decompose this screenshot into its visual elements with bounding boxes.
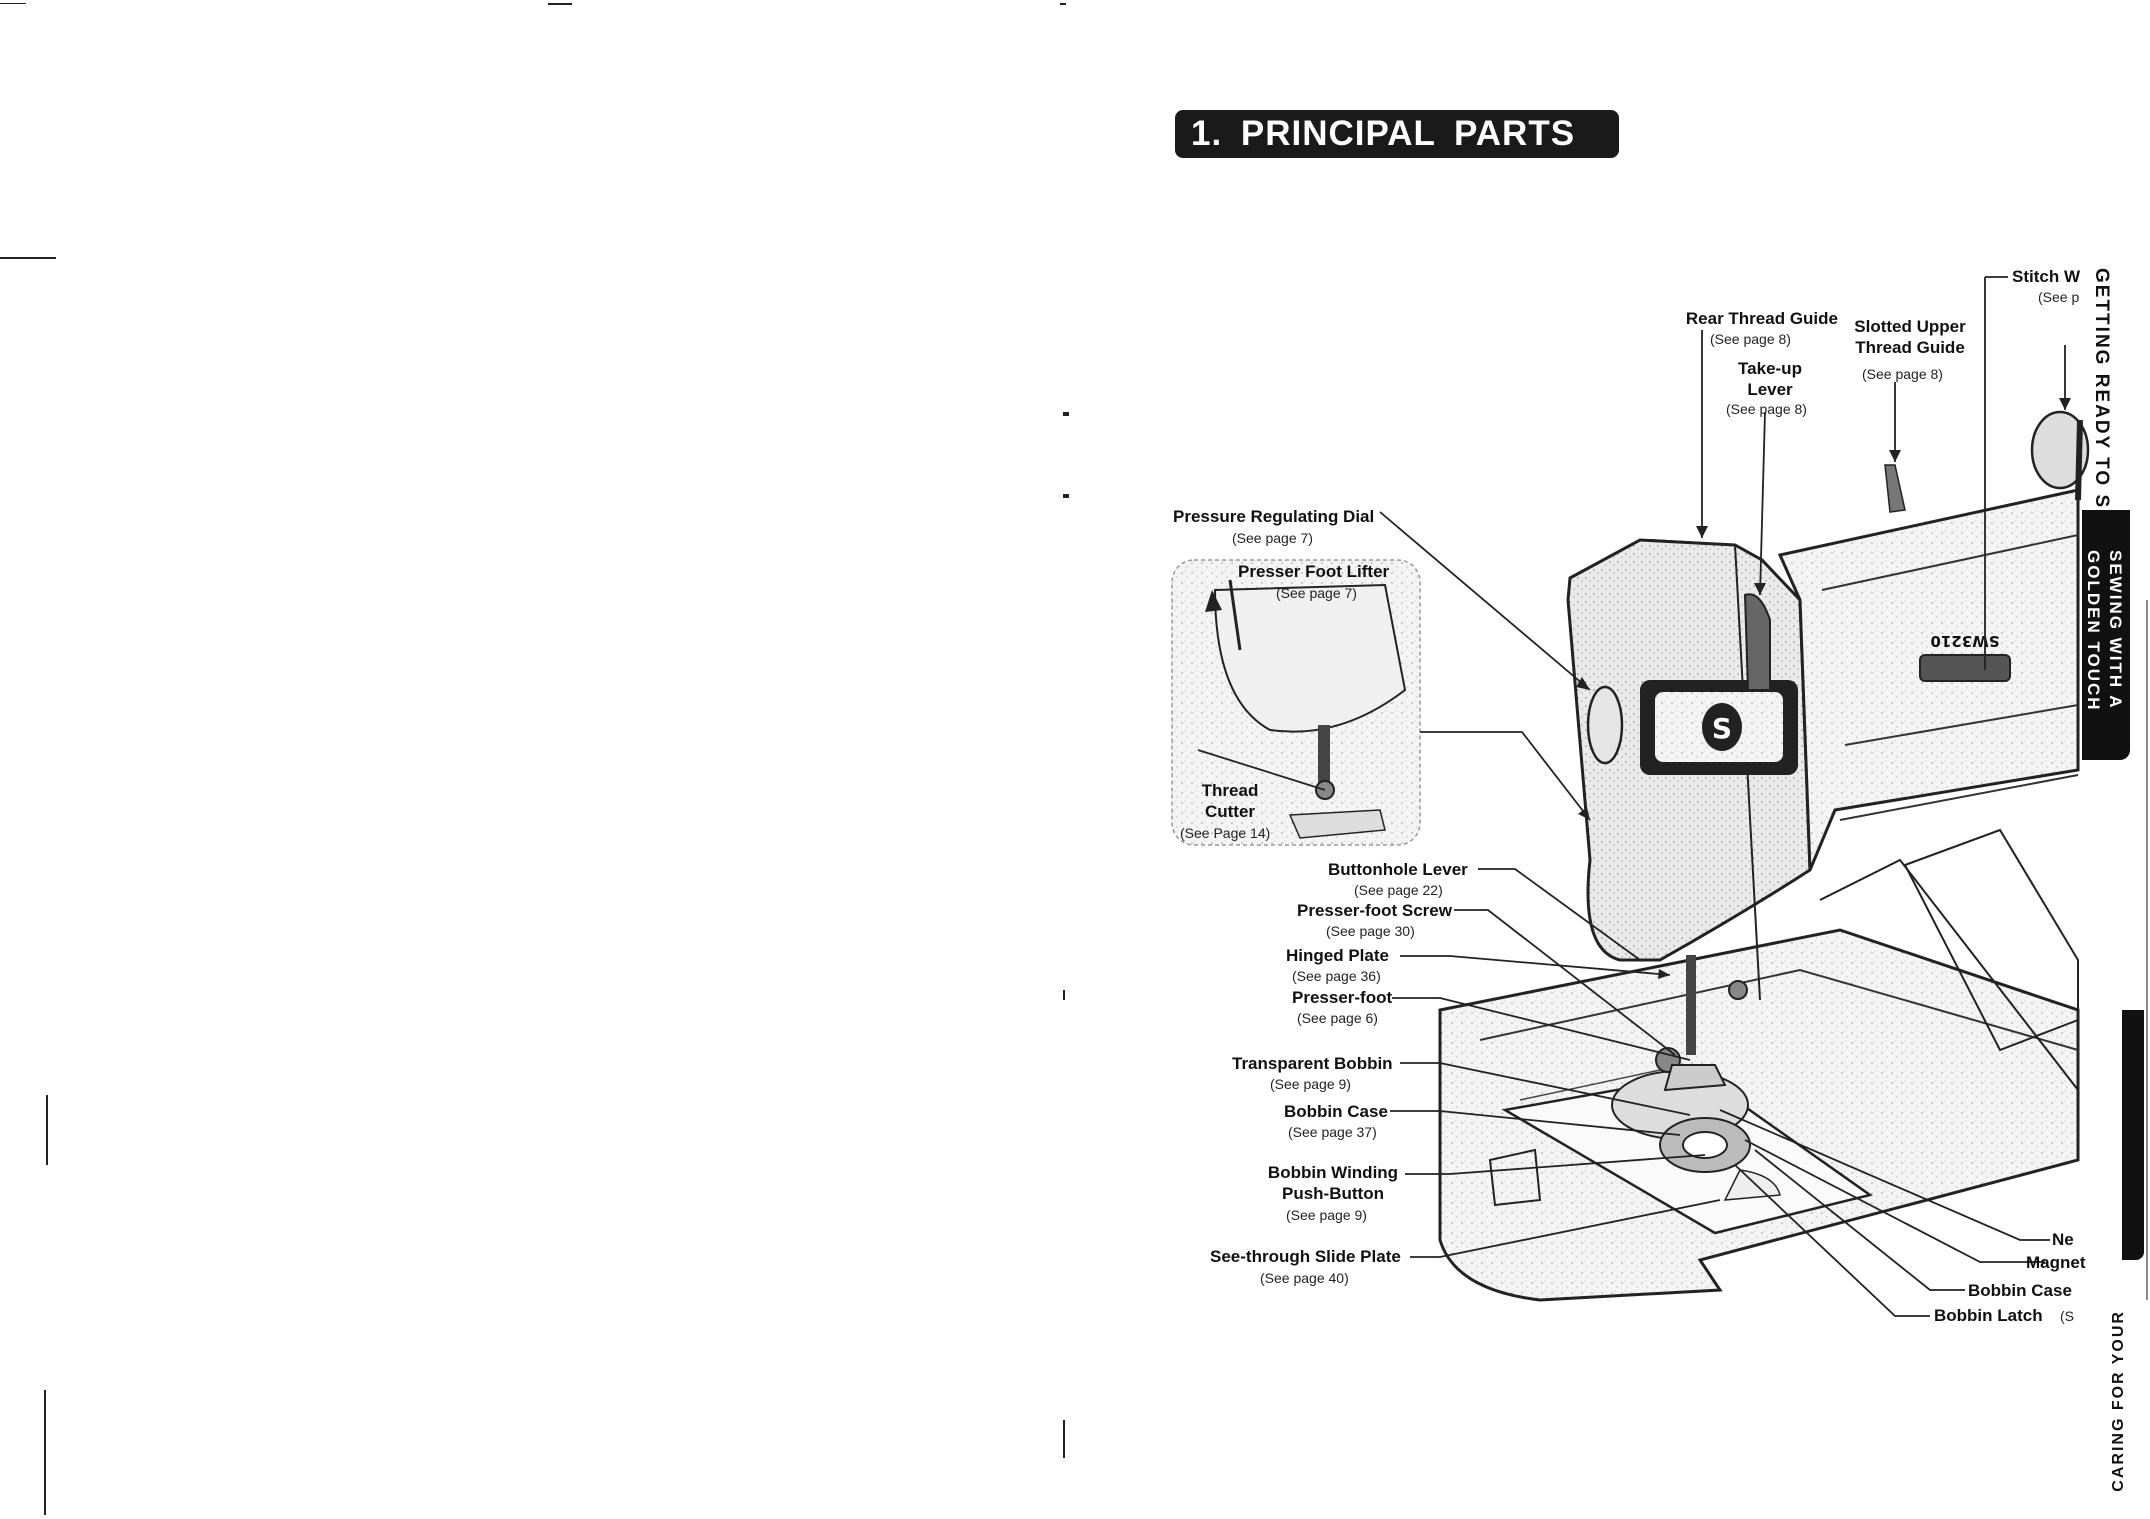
- label-bobbin-winding: Bobbin Winding Push-Button: [1267, 1163, 1399, 1203]
- ref-takeup-lever: (See page 8): [1726, 401, 1807, 417]
- ref-bobbin-latch: (S: [2060, 1308, 2074, 1324]
- crop-mark: [1063, 494, 1069, 498]
- crop-mark: [548, 3, 572, 5]
- side-tab-getting-ready: GETTING READY TO SEW: [2091, 268, 2112, 544]
- side-tab-third-block: [2122, 1010, 2144, 1260]
- label-pressure-dial: Pressure Regulating Dial: [1173, 507, 1375, 526]
- crop-mark: [1063, 412, 1069, 416]
- label-presser-foot: Presser-foot: [1292, 988, 1393, 1007]
- ref-presser-foot-lifter: (See page 7): [1276, 585, 1357, 601]
- ref-rear-thread-guide: (See page 8): [1710, 331, 1791, 347]
- label-needle: Ne: [2052, 1230, 2074, 1249]
- ref-presser-foot: (See page 6): [1297, 1010, 1378, 1026]
- label-bobbin-case-left: Bobbin Case: [1284, 1102, 1388, 1121]
- crop-mark: [1063, 1420, 1065, 1458]
- ref-thread-cutter: (See Page 14): [1180, 825, 1271, 841]
- side-tab-golden-touch-block: [2082, 510, 2130, 760]
- ref-hinged-plate: (See page 36): [1292, 968, 1381, 984]
- crop-mark: [0, 3, 26, 4]
- ref-buttonhole-lever: (See page 22): [1354, 882, 1443, 898]
- label-thread-cutter: Thread Cutter: [1201, 781, 1259, 821]
- crop-mark: [0, 257, 56, 259]
- ref-transparent-bobbin: (See page 9): [1270, 1076, 1351, 1092]
- label-hinged-plate: Hinged Plate: [1286, 946, 1389, 965]
- ref-stitch-width: (See p: [2038, 289, 2080, 305]
- ref-pressure-dial: (See page 7): [1232, 530, 1313, 546]
- label-buttonhole-lever: Buttonhole Lever: [1328, 860, 1468, 879]
- edge-line: [2146, 600, 2148, 1300]
- ref-slide-plate: (See page 40): [1260, 1270, 1349, 1286]
- label-bobbin-case-right: Bobbin Case: [1968, 1281, 2072, 1300]
- crop-mark: [1063, 990, 1065, 1000]
- label-slotted-upper-guide: Slotted Upper Thread Guide: [1854, 317, 1966, 357]
- stitch-dial-text: SW3210: [1930, 632, 1999, 650]
- label-takeup-lever: Take-up Lever: [1738, 359, 1802, 399]
- label-stitch-width: Stitch W: [2012, 267, 2080, 286]
- label-magnet: Magnet: [2026, 1253, 2086, 1272]
- label-transparent-bobbin: Transparent Bobbin: [1232, 1054, 1393, 1073]
- label-rear-thread-guide: Rear Thread Guide: [1685, 309, 1838, 328]
- ref-bobbin-winding: (See page 9): [1286, 1207, 1367, 1223]
- ref-presser-foot-screw: (See page 30): [1326, 923, 1415, 939]
- label-presser-foot-lifter: Presser Foot Lifter: [1238, 562, 1390, 581]
- label-presser-foot-screw: Presser-foot Screw: [1297, 901, 1452, 920]
- label-bobbin-latch: Bobbin Latch: [1934, 1306, 2043, 1325]
- edge-line: [46, 1095, 48, 1165]
- label-slide-plate: See-through Slide Plate: [1210, 1247, 1401, 1266]
- svg-text:S: S: [1712, 712, 1732, 745]
- side-tab-caring: CARING FOR YOUR: [2110, 1310, 2127, 1492]
- section-heading: 1. PRINCIPAL PARTS: [1175, 110, 1619, 158]
- ref-bobbin-case-left: (See page 37): [1288, 1124, 1377, 1140]
- edge-line: [44, 1390, 46, 1515]
- crop-mark: [1060, 3, 1066, 5]
- side-tab-golden-touch: SEWING WITH A GOLDEN TOUCH: [2084, 550, 2125, 712]
- ref-slotted-upper-guide: (See page 8): [1862, 366, 1943, 382]
